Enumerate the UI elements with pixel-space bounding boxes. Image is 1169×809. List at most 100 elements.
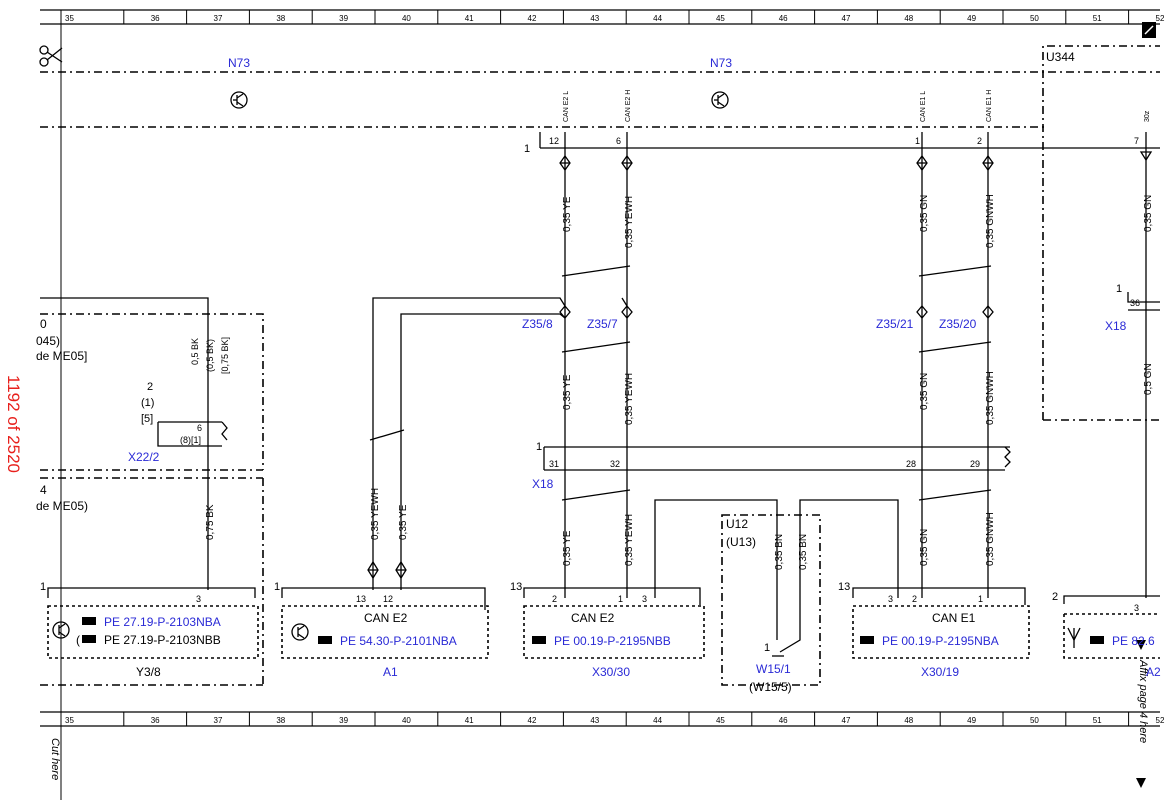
u13-label[interactable]: (U13) xyxy=(726,535,756,549)
hand-pointer-icon xyxy=(318,636,332,644)
splice-diamond-icons xyxy=(559,304,994,320)
n73-label-right[interactable]: N73 xyxy=(710,56,732,70)
z35-8-label[interactable]: Z35/8 xyxy=(522,317,553,331)
pencil-icon[interactable] xyxy=(1142,22,1156,38)
u12-label[interactable]: U12 xyxy=(726,517,748,531)
wire-label: 0,35 GNWH xyxy=(985,512,996,566)
y3-8-component xyxy=(47,587,259,659)
grid-column-number: 39 xyxy=(339,716,348,725)
y3-8-ref-nba[interactable]: PE 27.19-P-2103NBA xyxy=(104,615,221,629)
scissors-icon[interactable] xyxy=(39,45,63,67)
x18-lower-label[interactable]: X18 xyxy=(532,477,554,491)
x30-30-label[interactable]: X30/30 xyxy=(592,665,630,679)
grid-column-number: 47 xyxy=(842,14,851,23)
x18-upper-connector xyxy=(1127,292,1160,303)
left-ref-label: 0 xyxy=(40,317,47,331)
x30-19-can-e1-label: CAN E1 xyxy=(932,611,976,625)
a2-ref[interactable]: PE 82.6 xyxy=(1112,634,1155,648)
grid-column-number: 48 xyxy=(904,716,913,725)
pin-number: 3 xyxy=(642,594,647,604)
left-ref-label: de ME05) xyxy=(36,499,88,513)
pin-number: 3 xyxy=(1134,603,1139,613)
x22-2-connector xyxy=(157,421,228,447)
grid-column-number: 41 xyxy=(465,716,474,725)
grid-column-number: 50 xyxy=(1030,14,1039,23)
grid-column-number: 45 xyxy=(716,14,725,23)
bk-wire xyxy=(40,297,209,590)
wire-label: [0,75 BK] xyxy=(220,337,230,374)
grid-column-number: 37 xyxy=(214,716,223,725)
paren-open: ( xyxy=(76,633,80,647)
y3-8-label[interactable]: Y3/8 xyxy=(136,665,161,679)
grid-column-number: 39 xyxy=(339,14,348,23)
hand-pointer-icon xyxy=(82,617,96,625)
pin-label-can-e2-l: CAN E2 L xyxy=(563,91,570,122)
grid-column-number: 50 xyxy=(1030,716,1039,725)
connector-number: 1 xyxy=(274,581,280,593)
pin-number: 32 xyxy=(610,459,620,469)
u12-boundary xyxy=(721,514,821,686)
grid-column-number: 46 xyxy=(779,716,788,725)
grid-column-number: 43 xyxy=(590,14,599,23)
cut-here-note: Cut here xyxy=(49,738,61,780)
pin-number: 7 xyxy=(1134,136,1139,146)
x30-19-ref[interactable]: PE 00.19-P-2195NBA xyxy=(882,634,999,648)
x18-upper-label[interactable]: X18 xyxy=(1105,319,1127,333)
pin-number: 1 xyxy=(618,594,623,604)
grid-column-number: 52 xyxy=(1156,716,1165,725)
transistor-icon xyxy=(711,91,729,109)
pin-number: 1 xyxy=(978,594,983,604)
wire-label: 0,35 GN xyxy=(1143,195,1154,232)
a1-yewh-wire xyxy=(372,297,566,590)
x30-19-label[interactable]: X30/19 xyxy=(921,665,959,679)
left-ref-label: 4 xyxy=(40,483,47,497)
grid-column-number: 40 xyxy=(402,14,411,23)
wire-label: 0,35 YEWH xyxy=(624,373,635,425)
z35-20-label[interactable]: Z35/20 xyxy=(939,317,977,331)
antenna-icon xyxy=(1067,627,1081,648)
a1-component xyxy=(281,587,489,659)
grid-column-number: 44 xyxy=(653,716,662,725)
u344-label[interactable]: U344 xyxy=(1046,50,1075,64)
w15-1-label[interactable]: W15/1 xyxy=(756,662,791,676)
pin-number: 29 xyxy=(970,459,980,469)
grid-column-number: 43 xyxy=(590,716,599,725)
x22-2-label[interactable]: X22/2 xyxy=(128,450,160,464)
connector-number: 13 xyxy=(510,581,522,593)
wire-label: 0,5 GN xyxy=(1143,363,1154,395)
grid-column-number: 41 xyxy=(465,14,474,23)
connector-number: 2 xyxy=(147,381,153,393)
x30-19-component xyxy=(852,587,1030,659)
pin-number: 1 xyxy=(915,136,920,146)
wire-label: 0,35 GN xyxy=(919,373,930,410)
z35-21-label[interactable]: Z35/21 xyxy=(876,317,914,331)
pin-number: 6 xyxy=(616,136,621,146)
page-counter: 1192 of 2520 xyxy=(4,375,23,473)
u344-boundary xyxy=(1042,45,1160,420)
grid-column-number: 49 xyxy=(967,14,976,23)
y3-8-ref-nbb[interactable]: PE 27.19-P-2103NBB xyxy=(104,633,221,647)
x30-30-ref[interactable]: PE 00.19-P-2195NBB xyxy=(554,634,671,648)
twisted-pair-marks xyxy=(369,265,992,501)
pin-label-can-e2-h: CAN E2 H xyxy=(625,90,632,122)
connector-number: 2 xyxy=(1052,591,1058,603)
grid-column-number: 48 xyxy=(904,14,913,23)
grid-column-number: 35 xyxy=(65,716,74,725)
connector-number: (1) xyxy=(141,397,154,409)
connector-number: 1 xyxy=(524,143,530,155)
bn-wire-x30-30 xyxy=(654,499,778,640)
pin-number: 2 xyxy=(977,136,982,146)
pin-label-30z: 30z xyxy=(1144,110,1151,122)
pin-number: 36 xyxy=(1130,298,1140,308)
hand-pointer-icon xyxy=(1090,636,1104,644)
wire-label: 0,35 GN xyxy=(919,195,930,232)
a1-label[interactable]: A1 xyxy=(383,665,398,679)
w15-5-label[interactable]: (W15/5) xyxy=(749,680,792,694)
n73-label-left[interactable]: N73 xyxy=(228,56,250,70)
z35-7-label[interactable]: Z35/7 xyxy=(587,317,618,331)
a1-ref[interactable]: PE 54.30-P-2101NBA xyxy=(340,634,457,648)
pin-number: (8)[1] xyxy=(180,435,201,445)
a2-label[interactable]: A2 xyxy=(1146,665,1161,679)
affix-arrow-top-icon xyxy=(1136,640,1146,650)
